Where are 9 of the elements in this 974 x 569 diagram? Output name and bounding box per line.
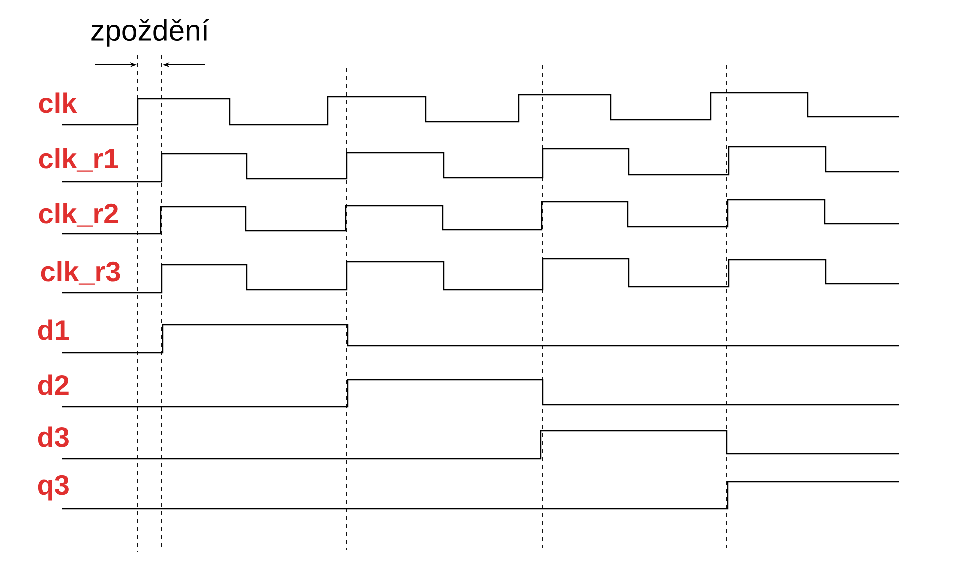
signal-label: q3 [38, 475, 69, 501]
signal-label: clk [39, 92, 78, 114]
signal-label: clk_r2 [39, 203, 118, 227]
signal-label: d2 [38, 374, 69, 396]
signal-label: d3 [38, 426, 69, 448]
delay-label: zpoždění [92, 19, 210, 47]
signal-label: clk_r3 [41, 261, 120, 285]
signal-label: clk_r1 [39, 148, 118, 172]
signal-label: d1 [38, 320, 70, 340]
